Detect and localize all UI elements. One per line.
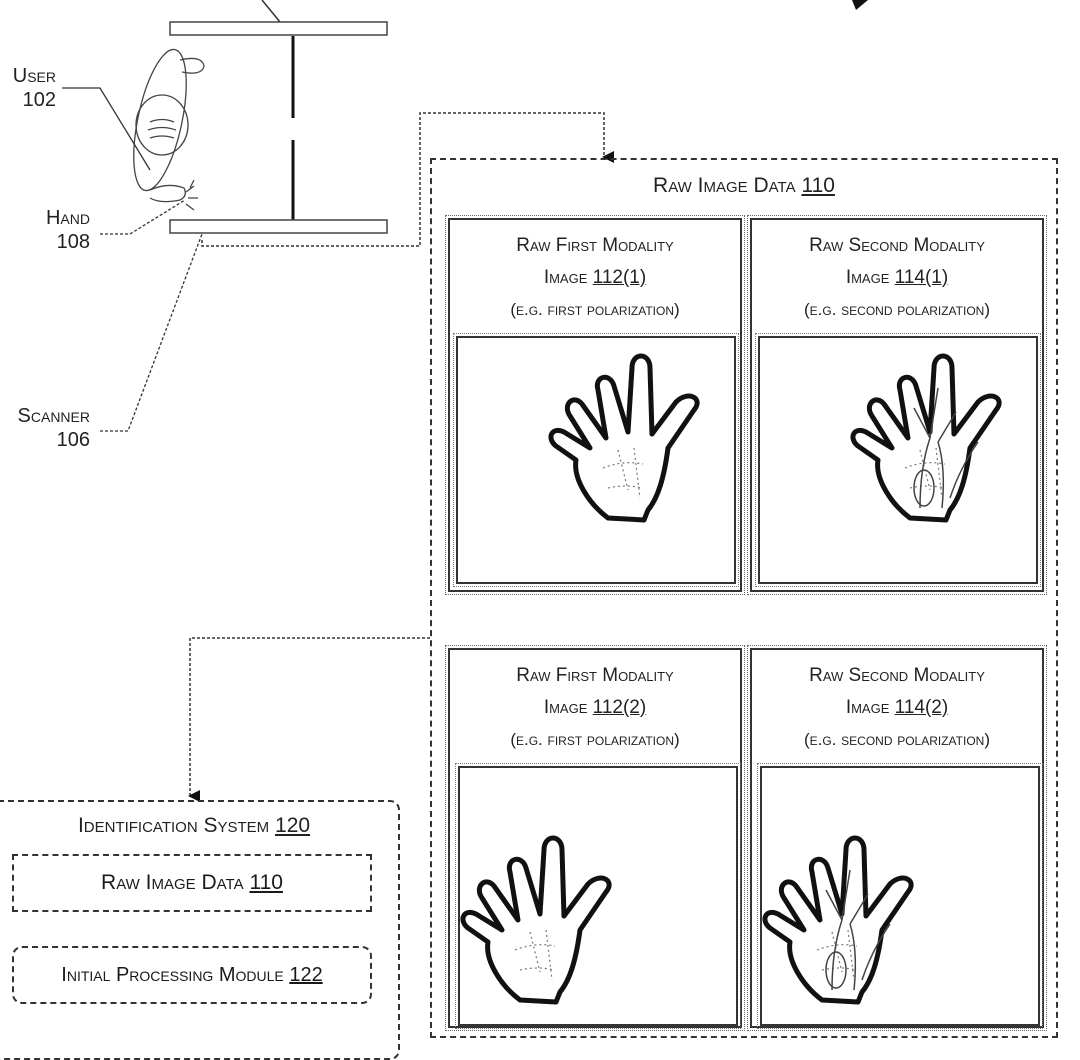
hand-leader-line: [100, 199, 186, 235]
identification-system-title-text: Identification System: [77, 814, 270, 837]
scanner-leader-line: [100, 233, 203, 432]
raw-image-data-ref: 110: [801, 174, 835, 197]
panel-image-prefix: Image: [845, 267, 890, 288]
hand-label: Hand 108: [0, 206, 90, 254]
id-raw-image-data-label: Raw Image Data: [101, 871, 244, 894]
identification-system-box: Identification System 120 Raw Image Data…: [0, 800, 400, 1060]
arrow-fragment-top-right: [852, 0, 868, 10]
scanner-label-ref: 106: [56, 429, 90, 451]
identification-system-title: Identification System 120: [0, 814, 398, 838]
user-label-name: User: [12, 65, 56, 87]
panel-caption: Raw First Modality Image 112(1) (e.g. fi…: [450, 230, 740, 326]
user-label-ref: 102: [22, 89, 56, 111]
panel-note: (e.g. first polarization): [510, 730, 680, 749]
initial-processing-module-box[interactable]: Initial Processing Module 122: [12, 946, 372, 1004]
hand-icon: [460, 820, 650, 1010]
raw-image-data-title: Raw Image Data 110: [432, 174, 1056, 198]
raw-first-modality-panel-1: Raw First Modality Image 112(1) (e.g. fi…: [445, 215, 745, 595]
scanner-label: Scanner 106: [0, 404, 90, 452]
hand-veins-icon: [850, 338, 1040, 528]
panel-image-prefix: Image: [543, 267, 588, 288]
panel-ref: 112(1): [592, 267, 647, 288]
panel-image-ref: Image 114(1): [752, 262, 1042, 294]
user-label: User 102: [0, 64, 56, 112]
panel-image-frame: [455, 763, 741, 1029]
panel-ref: 114(2): [894, 697, 949, 718]
panel-title: Raw Second Modality: [809, 235, 985, 256]
raw-image-data-box: Raw Image Data 110 Raw First Modality Im…: [430, 158, 1058, 1038]
panel-title: Raw Second Modality: [809, 665, 985, 686]
id-raw-image-data-box[interactable]: Raw Image Data 110: [12, 854, 372, 912]
scanner-label-name: Scanner: [17, 405, 90, 427]
scanner-bottom-plate: [169, 219, 388, 234]
panel-image-prefix: Image: [845, 697, 890, 718]
user-figure: [133, 48, 205, 211]
panel-image-frame: [757, 763, 1043, 1029]
hand-label-ref: 108: [56, 231, 90, 253]
panel-image-prefix: Image: [543, 697, 588, 718]
id-raw-image-data-ref: 110: [249, 871, 283, 894]
initial-processing-module-ref: 122: [289, 964, 323, 986]
hand-label-name: Hand: [45, 207, 90, 229]
panel-image-frame: [453, 333, 739, 587]
raw-data-to-identification-arrow: [188, 637, 430, 802]
panel-ref: 114(1): [894, 267, 949, 288]
panel-note: (e.g. first polarization): [510, 300, 680, 319]
panel-caption: Raw First Modality Image 112(2) (e.g. fi…: [450, 660, 740, 756]
panel-image-frame: [755, 333, 1041, 587]
initial-processing-module-label: Initial Processing Module: [61, 964, 284, 986]
top-leader-line: [261, 0, 281, 23]
identification-system-ref: 120: [275, 814, 311, 837]
raw-second-modality-panel-1: Raw Second Modality Image 114(1) (e.g. s…: [747, 215, 1047, 595]
raw-image-data-title-text: Raw Image Data: [653, 174, 796, 197]
diagram-connectors: [62, 0, 868, 802]
panel-note: (e.g. second polarization): [803, 300, 990, 319]
panel-caption: Raw Second Modality Image 114(2) (e.g. s…: [752, 660, 1042, 756]
panel-note: (e.g. second polarization): [803, 730, 990, 749]
panel-image-ref: Image 112(2): [450, 692, 740, 724]
panel-image-ref: Image 114(2): [752, 692, 1042, 724]
panel-caption: Raw Second Modality Image 114(1) (e.g. s…: [752, 230, 1042, 326]
panel-title: Raw First Modality: [516, 235, 674, 256]
raw-first-modality-panel-2: Raw First Modality Image 112(2) (e.g. fi…: [445, 645, 745, 1031]
scanner-to-raw-data-arrow: [201, 112, 614, 247]
panel-title: Raw First Modality: [516, 665, 674, 686]
panel-image-ref: Image 112(1): [450, 262, 740, 294]
raw-second-modality-panel-2: Raw Second Modality Image 114(2) (e.g. s…: [747, 645, 1047, 1031]
user-leader-line: [62, 87, 151, 171]
hand-veins-icon: [762, 820, 952, 1010]
scanner-top-plate: [169, 21, 388, 36]
panel-ref: 112(2): [592, 697, 647, 718]
hand-icon: [548, 338, 738, 528]
